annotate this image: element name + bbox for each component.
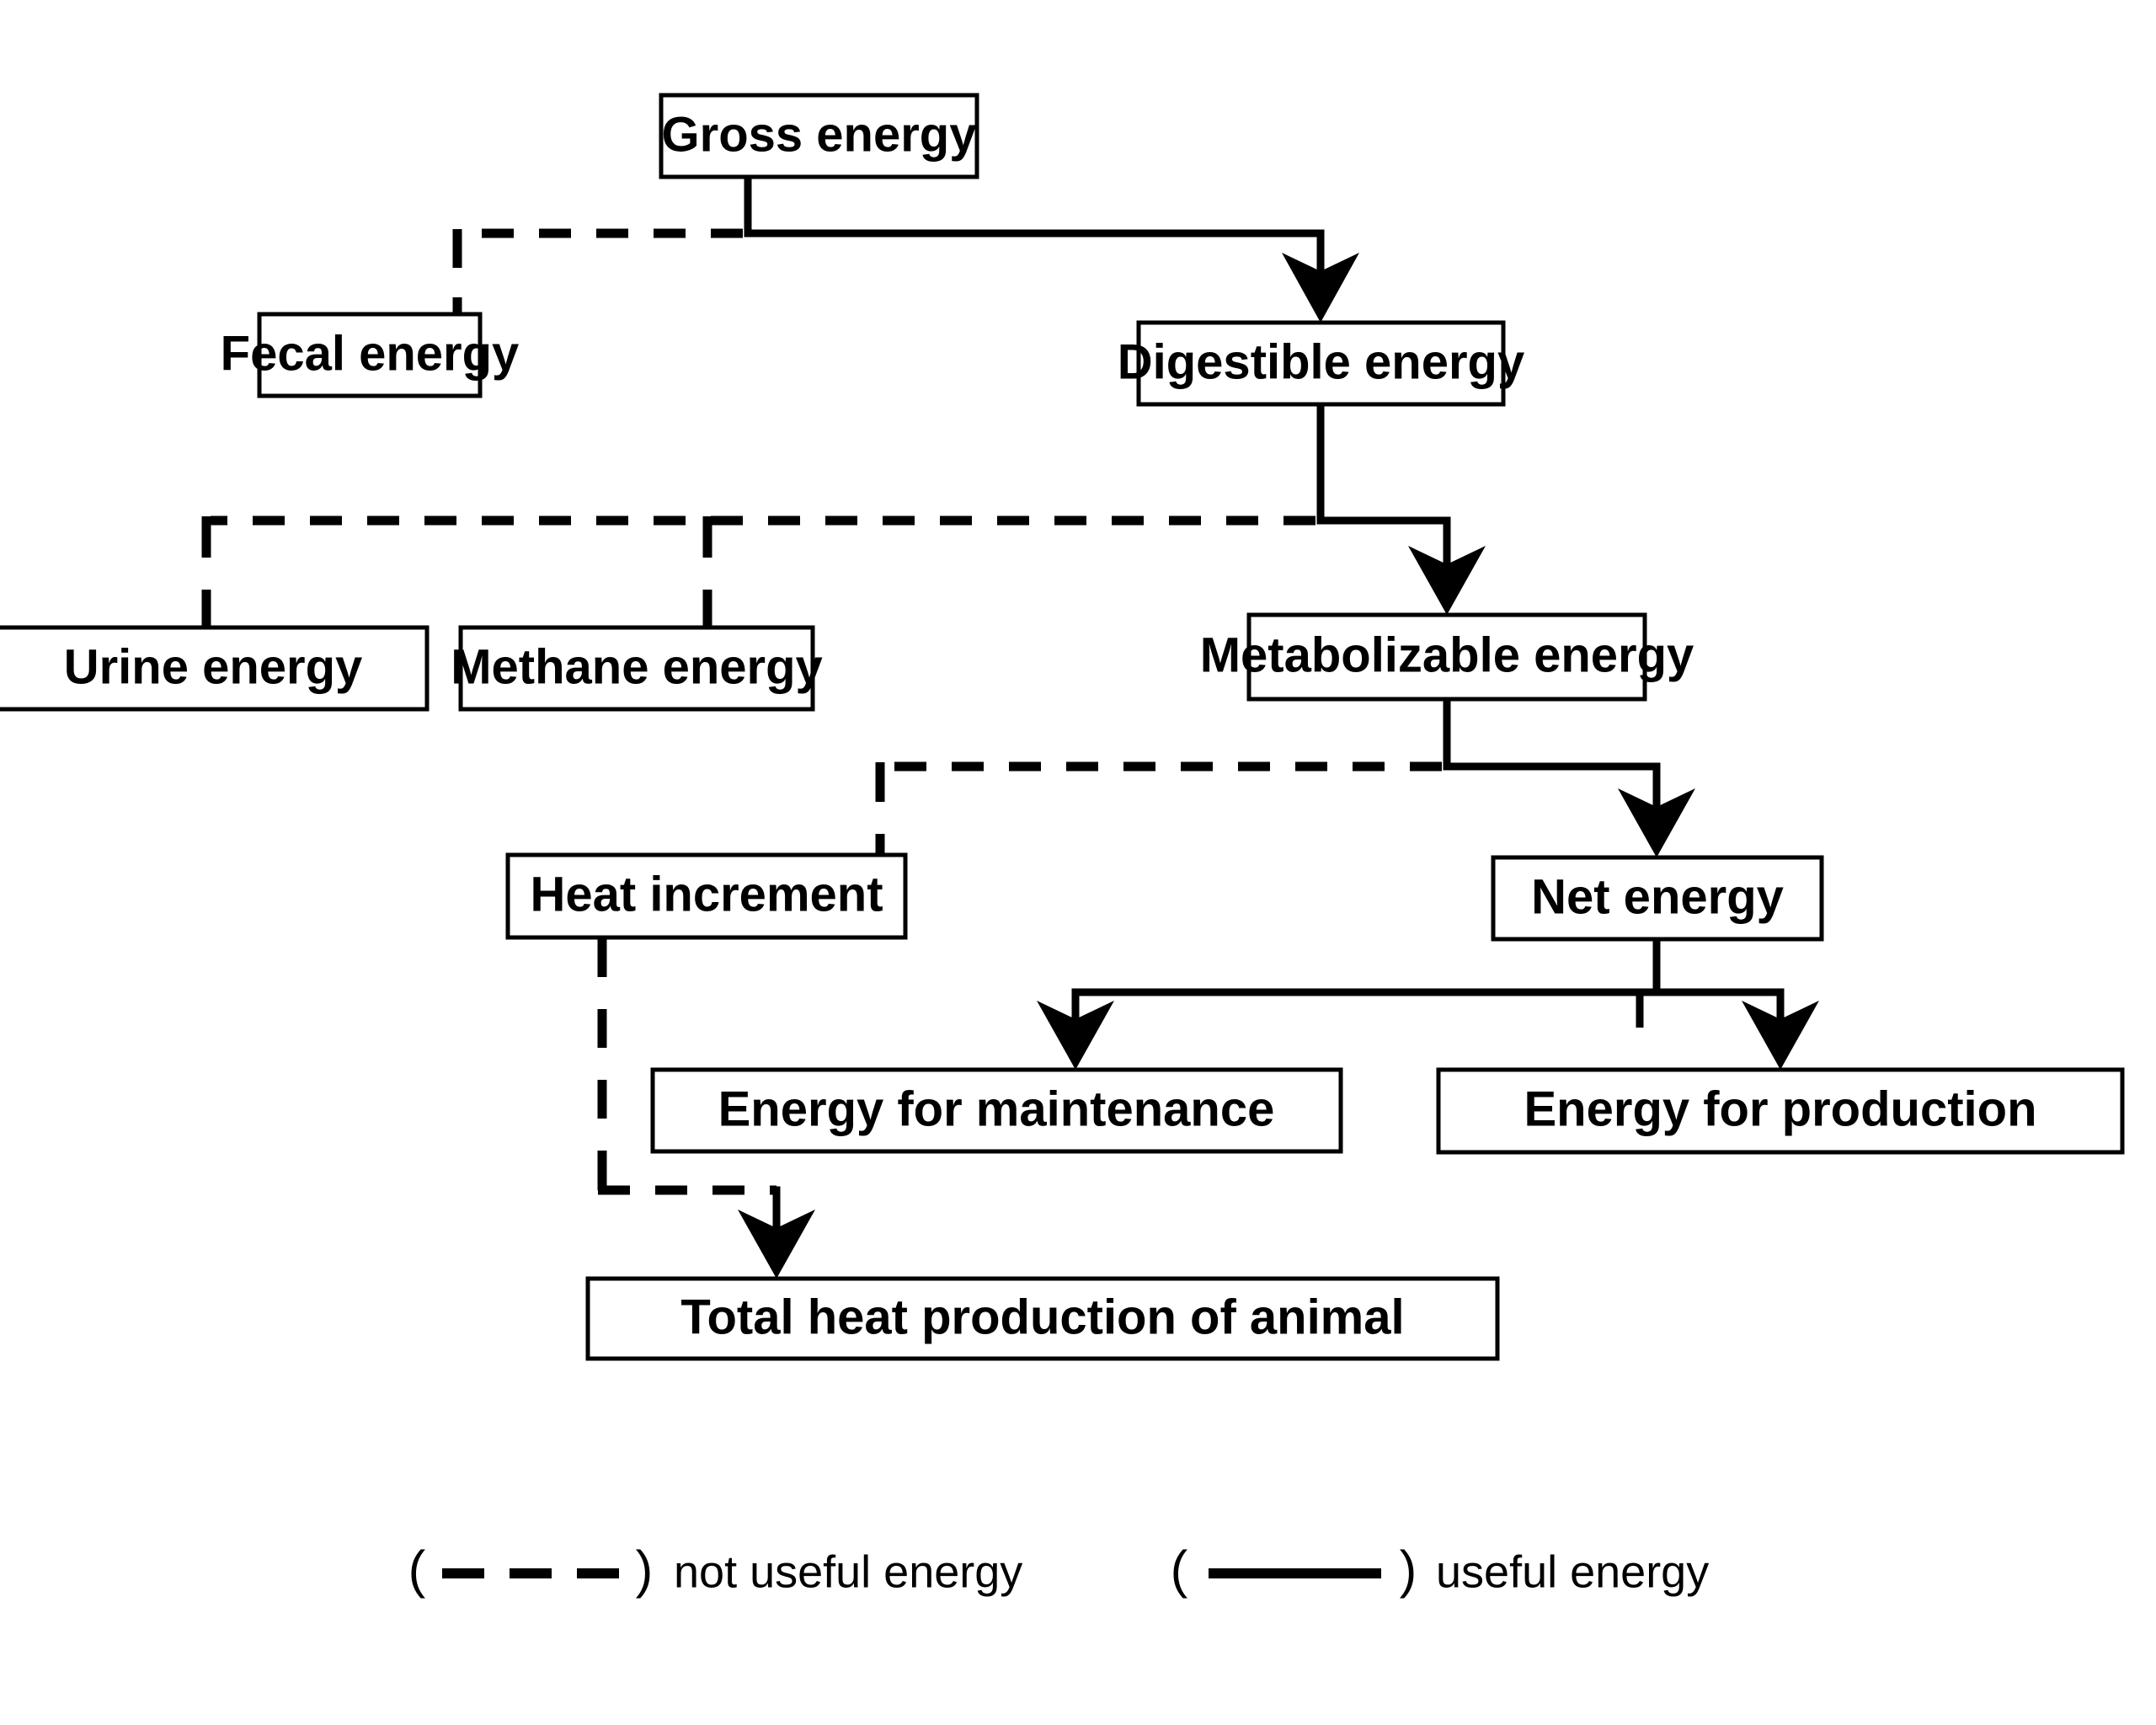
arrowhead-total-heat bbox=[738, 1210, 815, 1279]
node-label-heat-increment: Heat increment bbox=[530, 867, 883, 921]
node-digestible-energy[interactable]: Digestible energy bbox=[1118, 320, 1524, 407]
edge-metabolizable-to-heat bbox=[875, 761, 1442, 856]
node-label-digestible-energy: Digestible energy bbox=[1118, 334, 1524, 389]
node-label-methane-energy: Methane energy bbox=[451, 639, 823, 694]
legend: ( ) not useful energy ( ) useful energy bbox=[408, 1541, 1710, 1599]
node-energy-for-maintenance[interactable]: Energy for maintenance bbox=[650, 1067, 1343, 1154]
arrowhead-net-energy bbox=[1618, 788, 1695, 857]
legend-open-paren-not-useful: ( bbox=[408, 1541, 426, 1599]
node-label-net-energy: Net energy bbox=[1531, 869, 1784, 924]
node-heat-increment[interactable]: Heat increment bbox=[505, 852, 908, 940]
node-label-gross-energy: Gross energy bbox=[662, 107, 977, 162]
edge-metabolizable-to-net bbox=[1443, 699, 1695, 857]
node-label-energy-for-production: Energy for production bbox=[1524, 1081, 2037, 1136]
legend-label-not-useful: not useful energy bbox=[674, 1546, 1022, 1597]
node-label-metabolizable-energy: Metabolizable energy bbox=[1200, 628, 1694, 682]
node-methane-energy[interactable]: Methane energy bbox=[451, 625, 823, 712]
edge-net-to-production bbox=[1636, 988, 1819, 1070]
arrowhead-production bbox=[1742, 1001, 1819, 1070]
edge-net-to-maintenance bbox=[1037, 939, 1661, 1070]
node-metabolizable-energy[interactable]: Metabolizable energy bbox=[1200, 612, 1694, 702]
legend-open-paren-useful: ( bbox=[1171, 1541, 1188, 1599]
edge-gross-to-digestible bbox=[744, 177, 1359, 323]
arrowhead-digestible bbox=[1282, 253, 1359, 323]
edge-gross-to-fecal bbox=[452, 228, 743, 315]
node-net-energy[interactable]: Net energy bbox=[1491, 855, 1824, 942]
node-fecal-energy[interactable]: Fecal energy bbox=[221, 312, 520, 398]
legend-label-useful: useful energy bbox=[1436, 1546, 1709, 1597]
node-gross-energy[interactable]: Gross energy bbox=[659, 93, 979, 179]
arrowhead-maintenance bbox=[1037, 1001, 1114, 1070]
legend-item-useful: ( ) useful energy bbox=[1171, 1541, 1710, 1599]
node-label-total-heat-production: Total heat production of animal bbox=[680, 1290, 1404, 1344]
node-urine-energy[interactable]: Urine energy bbox=[0, 625, 430, 712]
edge-digestible-to-metabolizable bbox=[1316, 404, 1486, 615]
legend-close-paren-useful: ) bbox=[1400, 1541, 1417, 1599]
node-label-energy-for-maintenance: Energy for maintenance bbox=[718, 1081, 1275, 1136]
legend-close-paren-not-useful: ) bbox=[636, 1541, 654, 1599]
edge-heat-to-totalheat bbox=[597, 937, 815, 1279]
node-total-heat-production[interactable]: Total heat production of animal bbox=[585, 1276, 1500, 1361]
node-label-urine-energy: Urine energy bbox=[64, 639, 363, 694]
edge-digestible-to-urine bbox=[201, 515, 1315, 628]
node-energy-for-production[interactable]: Energy for production bbox=[1436, 1067, 2125, 1155]
node-label-fecal-energy: Fecal energy bbox=[221, 326, 520, 381]
legend-item-not-useful: ( ) not useful energy bbox=[408, 1541, 1023, 1599]
arrowhead-metabolizable bbox=[1408, 546, 1486, 615]
